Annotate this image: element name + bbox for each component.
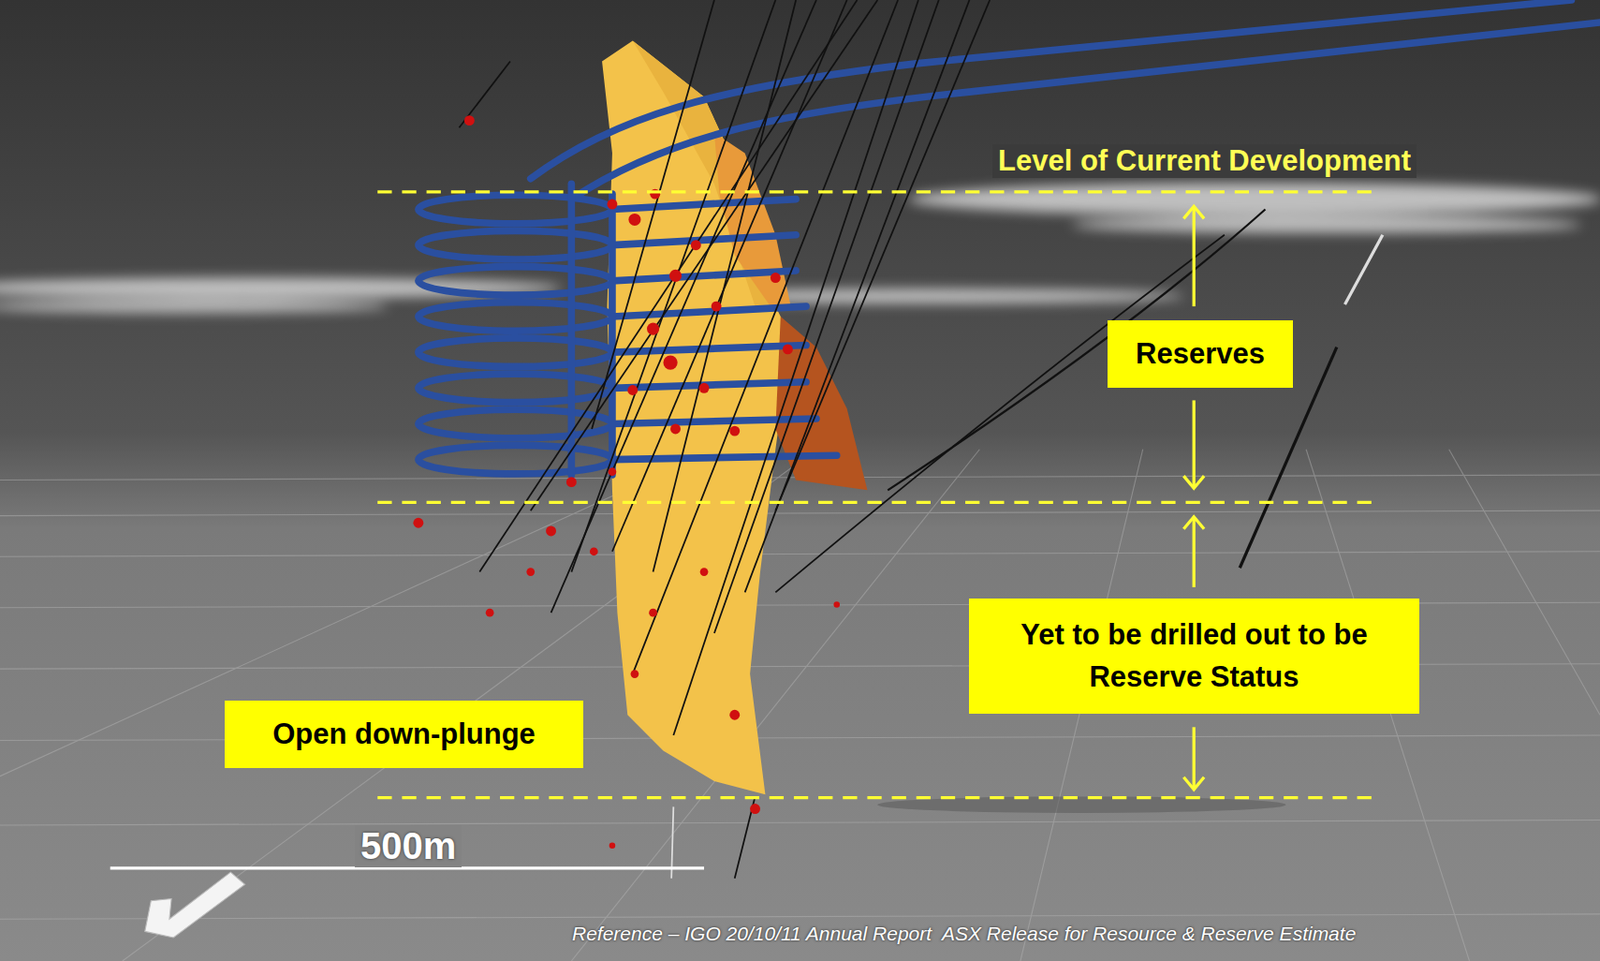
intercept xyxy=(545,526,557,537)
grid-line xyxy=(1449,449,1600,715)
level-label: Level of Current Development xyxy=(992,144,1417,178)
ramp-loop xyxy=(418,444,613,474)
drill-hole xyxy=(775,0,990,511)
grid-line xyxy=(0,510,1600,515)
level-drive xyxy=(612,418,817,424)
level-drive xyxy=(612,455,837,459)
drill-hole xyxy=(653,0,797,573)
drill-hole xyxy=(612,0,848,552)
grid-line xyxy=(0,449,715,777)
drill-hole xyxy=(714,0,940,633)
intercept xyxy=(782,343,793,354)
intercept xyxy=(526,567,535,576)
ground-grid xyxy=(0,449,1600,961)
cloud xyxy=(908,182,1600,216)
intercept xyxy=(711,301,722,312)
intercept xyxy=(627,384,638,396)
intercept xyxy=(690,239,702,250)
intercept xyxy=(670,423,681,434)
callout-box: Open down-plunge xyxy=(224,700,584,768)
drill-hole xyxy=(673,0,919,735)
grid-line xyxy=(0,820,1600,825)
scale-label: 500m xyxy=(354,824,462,867)
level-drive xyxy=(612,270,796,281)
ramp-loop xyxy=(418,337,613,367)
access-tunnel xyxy=(571,22,1600,200)
vent-rise xyxy=(568,183,576,475)
callout-text: Open down-plunge xyxy=(272,713,536,756)
callout-text: Yet to be drilled out to be Reserve Stat… xyxy=(983,614,1405,699)
ramp-loop xyxy=(418,302,613,332)
drill-holes xyxy=(458,0,1382,879)
intercept xyxy=(729,425,740,437)
north-arrow xyxy=(145,871,246,938)
callout-body: Reserves xyxy=(1135,333,1265,376)
intercept xyxy=(608,467,617,476)
intercept xyxy=(485,608,495,617)
decline xyxy=(418,0,1600,475)
callout-text: Reserves xyxy=(1135,333,1265,376)
callout-box: Yet to be drilled out to be Reserve Stat… xyxy=(968,598,1420,714)
drill-hole xyxy=(887,209,1265,491)
drill-hole xyxy=(591,0,715,429)
intercept xyxy=(833,601,840,608)
access-tunnel xyxy=(530,0,1572,179)
callout-box: Reserves xyxy=(1107,320,1293,388)
drill-hole xyxy=(530,0,879,511)
intercept xyxy=(648,608,658,617)
level-drive xyxy=(612,381,807,389)
arrow-head xyxy=(1183,516,1204,529)
drill-hole xyxy=(632,0,898,675)
drill-hole xyxy=(1345,234,1383,305)
arrow-shaft xyxy=(1192,726,1196,790)
intercept xyxy=(628,213,641,226)
callout-body: Yet to be drilled out to be Reserve Stat… xyxy=(983,614,1405,699)
intercept xyxy=(631,669,640,678)
reference-caption: Reference – IGO 20/10/11 Annual Report A… xyxy=(572,922,1356,945)
arrow-shaft xyxy=(1192,399,1196,488)
intercept xyxy=(749,803,761,814)
grid-line xyxy=(0,551,1600,557)
dashed-level xyxy=(377,500,1378,504)
arrow-shaft xyxy=(1192,205,1196,307)
intercept xyxy=(607,199,618,210)
drill-hole xyxy=(458,60,510,128)
dashed-level xyxy=(377,795,1378,799)
drill-hole xyxy=(479,0,857,573)
intercept xyxy=(770,272,781,283)
intercept xyxy=(646,322,660,336)
intercept xyxy=(464,115,475,126)
ramp-loop xyxy=(418,373,613,403)
arrow-head xyxy=(1183,475,1204,488)
intercept xyxy=(699,382,710,394)
intercept xyxy=(669,269,682,282)
cloud xyxy=(0,300,388,313)
vent-rise xyxy=(608,193,617,475)
drill-hole xyxy=(775,234,1225,593)
cloud xyxy=(1071,216,1582,233)
ramp-loop xyxy=(418,230,613,260)
intercept xyxy=(609,842,617,850)
callout-body: Open down-plunge xyxy=(272,713,536,756)
arrow-head xyxy=(1183,777,1204,790)
intercept xyxy=(662,354,677,369)
drill-hole xyxy=(571,0,776,573)
ramp-loop xyxy=(418,194,613,224)
ramp-loop xyxy=(418,266,613,296)
intercept xyxy=(700,567,709,576)
dashed-level xyxy=(377,190,1378,193)
level-drive xyxy=(612,234,796,246)
intercept xyxy=(589,546,599,556)
grid-line xyxy=(0,913,1600,919)
intercept xyxy=(566,476,577,487)
intercept xyxy=(412,517,424,529)
intercept xyxy=(729,709,740,720)
arrow-head xyxy=(1183,205,1204,219)
arrow-shaft xyxy=(1192,516,1196,588)
